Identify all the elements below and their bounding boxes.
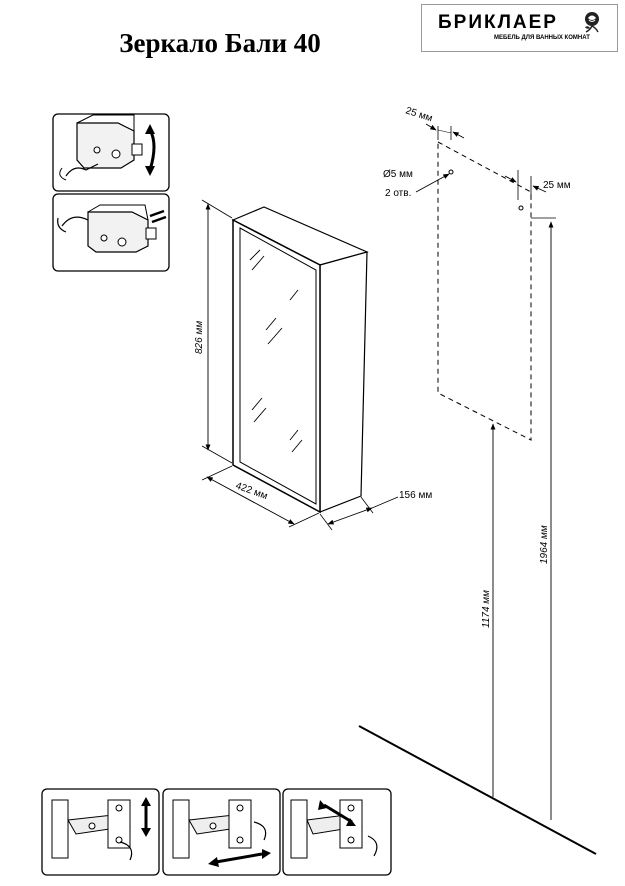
- brand-logo: БРИКЛАЕР МЕБЕЛЬ ДЛЯ ВАННЫХ КОМНАТ: [421, 4, 618, 52]
- hole-offset-left-label: 25 мм: [404, 105, 434, 124]
- brand-name: БРИКЛАЕР: [438, 12, 558, 33]
- height-label: 826 мм: [194, 321, 205, 354]
- hanger-adjust-panel-depth: [52, 193, 170, 272]
- hinge-adjust-panel-depth: [282, 788, 392, 876]
- diagonal-arrow-icon: [318, 800, 356, 826]
- hinge-adjust-panel-horizontal: [162, 788, 281, 876]
- horizontal-arrow-icon: [149, 209, 167, 224]
- mirror-cabinet: [231, 206, 369, 514]
- rose-icon: [585, 12, 599, 33]
- hole-offset-left-dimension: 25 мм: [404, 105, 465, 140]
- vertical-arrow-icon: [145, 124, 156, 176]
- width-label: 422 мм: [234, 480, 269, 502]
- hole-offset-right-label: 25 мм: [543, 180, 571, 191]
- hole-spec: Ø5 мм 2 отв.: [383, 169, 450, 199]
- brand-tagline: МЕБЕЛЬ ДЛЯ ВАННЫХ КОМНАТ: [494, 35, 590, 41]
- floor-to-holes-dimension: 1964 мм: [531, 217, 556, 820]
- hole-diameter-label: Ø5 мм: [383, 169, 413, 180]
- horizontal-arrow-icon: [208, 849, 271, 867]
- depth-dimension: 156 мм: [319, 490, 432, 531]
- vertical-arrow-icon: [141, 797, 151, 837]
- floor-line: [358, 725, 597, 855]
- floor-to-mirror-label: 1174 мм: [481, 590, 492, 628]
- hinge-adjust-panel-vertical: [41, 788, 160, 876]
- hole-count-label: 2 отв.: [385, 188, 411, 199]
- depth-label: 156 мм: [399, 490, 432, 501]
- height-dimension: 826 мм: [194, 199, 233, 464]
- page-title: Зеркало Бали 40: [119, 28, 321, 58]
- wall-mounting-outline: [437, 141, 532, 441]
- hole-offset-right-dimension: 25 мм: [504, 170, 571, 200]
- hanger-adjust-panel-vertical: [52, 113, 170, 192]
- floor-to-holes-label: 1964 мм: [539, 525, 550, 564]
- floor-to-mirror-dimension: 1174 мм: [481, 423, 496, 797]
